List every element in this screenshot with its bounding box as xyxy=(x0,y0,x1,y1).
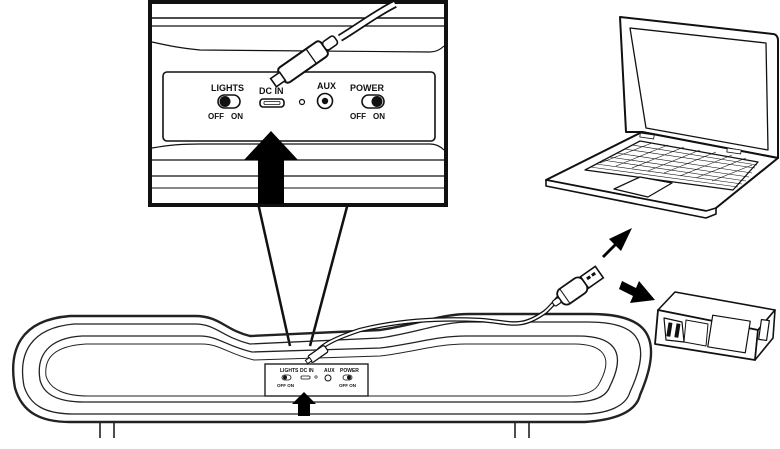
bar-rear-panel: LIGHTS OFF ON DC IN AUX POWER OFF ON xyxy=(264,363,369,397)
arrow-up-bar-icon xyxy=(292,392,316,416)
bar-power-label: POWER xyxy=(340,368,359,374)
indicator-led xyxy=(298,98,306,106)
bar-power-off-on: OFF ON xyxy=(339,383,356,388)
power-label: POWER xyxy=(350,83,385,93)
control-panel xyxy=(162,71,436,142)
zoom-panel: LIGHTS OFF ON DC IN AUX POWER OFF ON xyxy=(148,0,448,207)
aux-label: AUX xyxy=(317,81,336,91)
laptop-icon xyxy=(545,16,779,219)
arrow-to-laptop-icon xyxy=(602,228,632,258)
lights-off-label: OFF xyxy=(208,112,224,121)
zoom-callout-lines xyxy=(256,202,350,347)
power-on-label: ON xyxy=(373,112,385,121)
bar-lights-label: LIGHTS xyxy=(280,368,299,374)
arrow-up-zoom-icon xyxy=(244,131,298,204)
sound-bar xyxy=(11,312,653,438)
wall-adapter-icon xyxy=(654,291,776,361)
zoom-micro-usb-plug-icon xyxy=(269,35,339,88)
arrow-to-adapter-icon xyxy=(619,281,655,303)
bar-dcin-port[interactable] xyxy=(300,375,311,380)
power-off-label: OFF xyxy=(350,112,366,121)
usb-plug-icon xyxy=(551,265,605,307)
micro-usb-plug-icon xyxy=(304,345,329,365)
lights-on-label: ON xyxy=(231,112,243,121)
bar-lights-off-on: OFF ON xyxy=(277,383,294,388)
bar-aux-label: AUX xyxy=(324,368,335,374)
bar-indicator-led xyxy=(314,375,318,379)
lights-label: LIGHTS xyxy=(211,83,244,93)
bar-dcin-label: DC IN xyxy=(300,368,314,374)
dcin-label: DC IN xyxy=(259,86,284,96)
power-switch-knob xyxy=(371,96,383,107)
lights-switch-knob xyxy=(219,96,231,107)
bar-aux-port[interactable] xyxy=(324,374,332,382)
usb-cable xyxy=(309,294,562,363)
